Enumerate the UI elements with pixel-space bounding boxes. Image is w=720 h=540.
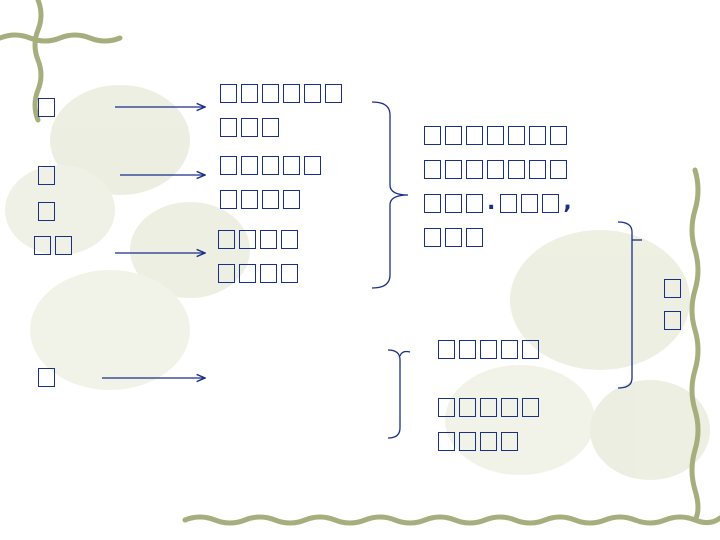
- right-bottom-label-2: [438, 390, 543, 458]
- left-label-3: [38, 194, 59, 228]
- flower-watermark: [5, 85, 710, 480]
- vine-top-left: [0, 32, 123, 44]
- middle-label-3: [218, 222, 302, 290]
- middle-label-2: [220, 148, 325, 216]
- left-label-1: [38, 90, 59, 124]
- far-right-label: [664, 272, 685, 336]
- vine-left-vertical: [32, 0, 44, 123]
- left-label-5: [38, 360, 59, 394]
- right-bottom-label-1: [438, 332, 543, 366]
- middle-label-1: [220, 76, 346, 144]
- left-label-2: [38, 158, 59, 192]
- vine-right-vertical: [689, 167, 701, 523]
- brace-right: [617, 221, 633, 389]
- brace-top: [371, 101, 409, 289]
- left-label-4: [34, 228, 76, 262]
- vine-bottom: [182, 514, 720, 526]
- brace-bottom-tip: [399, 350, 411, 357]
- brace-bottom: [387, 349, 401, 439]
- right-top-label: .,: [424, 118, 577, 254]
